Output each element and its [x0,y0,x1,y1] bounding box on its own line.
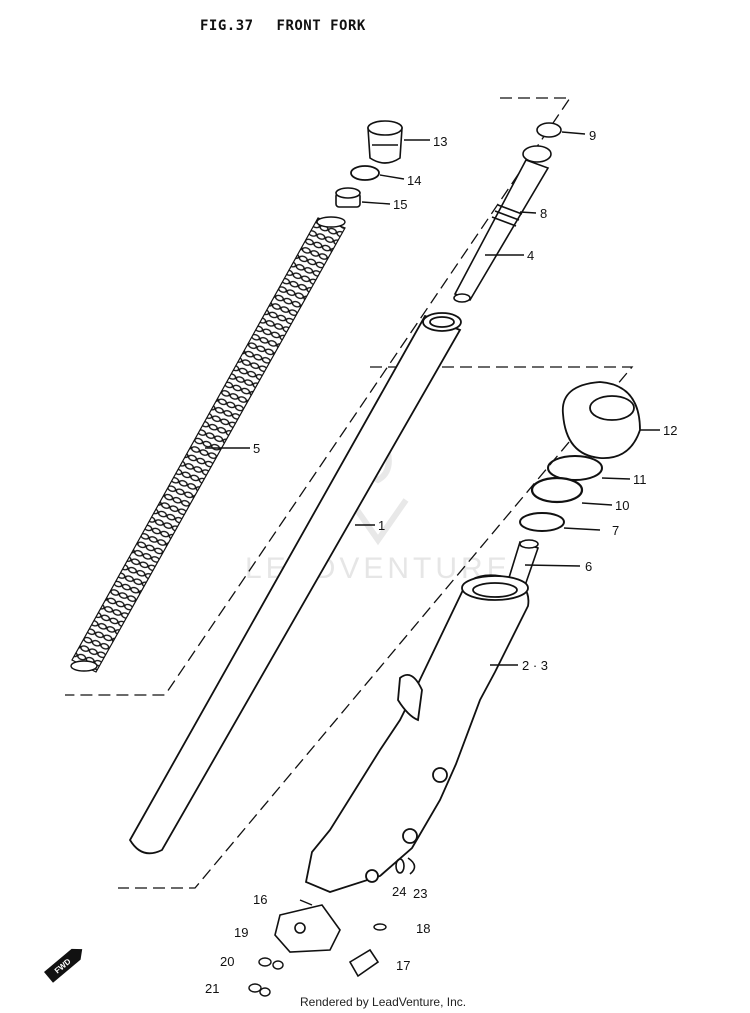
fork-spring [70,216,346,673]
callout-14: 14 [407,173,421,188]
figure-number: FIG.37 [200,18,254,34]
callout-4: 4 [527,248,534,263]
o-ring [350,165,380,181]
axle-holder [274,904,341,953]
damper-rod [453,145,552,303]
drain-screw-gasket [395,857,416,875]
spacer [335,187,361,208]
callout-1: 1 [378,518,385,533]
seal-washer [519,512,565,532]
leader-lines [205,131,660,906]
callout-17: 17 [396,958,410,973]
holder-washers [258,957,284,970]
callout-11: 11 [633,472,647,487]
callout-8: 8 [540,206,547,221]
footer-credit: Rendered by LeadVenture, Inc. [300,995,467,1009]
cap-bolt [367,120,403,164]
callout-15: 15 [393,197,407,212]
callout-10: 10 [615,498,629,513]
fwd-arrow-icon: FWD [44,948,83,983]
piston-ring [536,122,562,138]
callout-23: 23 [413,886,427,901]
callout-6: 6 [585,559,592,574]
callout-24: 24 [392,884,406,899]
figure-name: FRONT FORK [276,18,366,34]
callout-13: 13 [433,134,447,149]
oil-seal [530,476,584,504]
callout-21: 21 [205,981,219,996]
callout-18: 18 [416,921,430,936]
snap-ring [547,455,603,481]
outer-tube [304,574,530,893]
callout-5: 5 [253,441,260,456]
callout-20: 20 [220,954,234,969]
callout-12: 12 [663,423,677,438]
allen-bolt [348,948,380,978]
callout-19: 19 [234,925,248,940]
assembly-outline [65,97,634,889]
callouts: 13 14 15 9 8 4 5 1 12 11 10 7 6 2 · 3 24… [205,128,677,996]
callout-7: 7 [612,523,619,538]
callout-2-3: 2 · 3 [522,658,548,673]
inner-tube [128,312,462,855]
callout-9: 9 [589,128,596,143]
callout-16: 16 [253,892,267,907]
figure-title: FIG.37 FRONT FORK [200,18,380,34]
dust-seal [562,381,641,459]
gasket-18 [373,923,387,931]
holder-nuts [248,983,271,997]
